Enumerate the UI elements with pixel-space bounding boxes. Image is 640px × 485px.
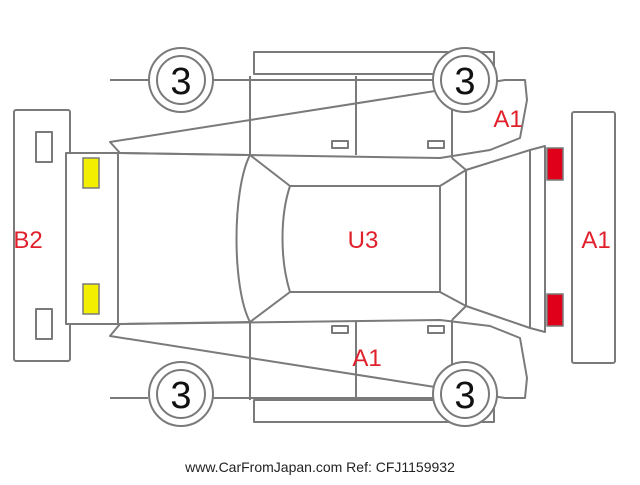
body-top-outline <box>117 152 251 325</box>
bottom-door-seams <box>249 320 453 400</box>
wheel-rear-top <box>148 47 214 113</box>
rear-window <box>235 154 291 323</box>
rear-bumper-reflector-bottom <box>35 308 53 340</box>
tire-grade-rear-bottom: 3 <box>170 375 191 417</box>
wheel-rear-bottom <box>148 361 214 427</box>
top-rocker-panel <box>253 51 495 75</box>
windshield <box>439 169 467 307</box>
top-door-seams <box>249 76 453 158</box>
code-side-door: A1 <box>352 345 381 372</box>
rear-lamp-top <box>82 157 100 189</box>
windshield-base <box>451 157 467 321</box>
top-front-door-handle <box>427 140 445 149</box>
bottom-rocker-panel <box>253 399 495 423</box>
front-bumper <box>571 111 616 364</box>
headlamp-bottom <box>546 293 564 327</box>
code-front-fender: A1 <box>493 106 522 133</box>
footer-reference: www.CarFromJapan.com Ref: CFJ1159932 <box>185 459 455 475</box>
hood-edge <box>529 145 546 333</box>
headlamp-top <box>546 147 564 181</box>
wheel-front-bottom <box>432 361 498 427</box>
rear-bumper-reflector-top <box>35 131 53 163</box>
roof-panel <box>290 185 441 293</box>
tire-grade-front-top: 3 <box>454 61 475 103</box>
wheel-front-top <box>432 47 498 113</box>
rear-lamp-bottom <box>82 283 100 315</box>
hood <box>465 149 531 329</box>
tire-grade-front-bottom: 3 <box>454 375 475 417</box>
bottom-front-door-handle <box>427 325 445 334</box>
code-front-bumper: A1 <box>581 227 610 254</box>
top-rear-door-handle <box>331 140 349 149</box>
code-rear-bumper: B2 <box>13 227 42 254</box>
tire-grade-rear-top: 3 <box>170 61 191 103</box>
bottom-rear-door-handle <box>331 325 349 334</box>
code-roof: U3 <box>348 227 379 254</box>
